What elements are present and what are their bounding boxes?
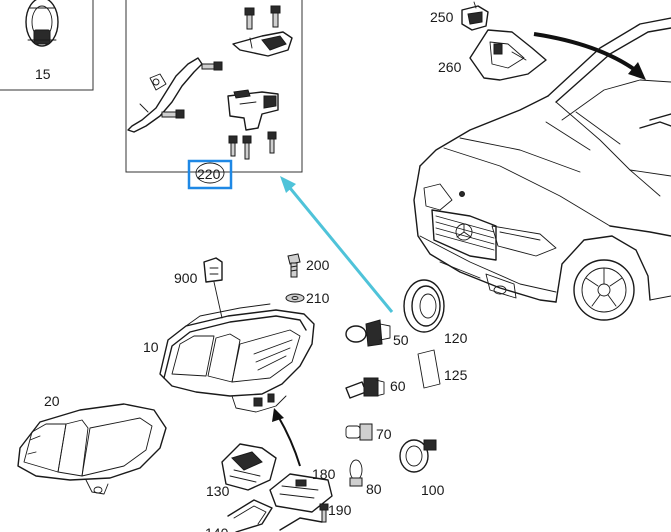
callout-100[interactable]: 100 [421, 482, 445, 498]
callout-120[interactable]: 120 [444, 330, 468, 346]
screw-icon [267, 131, 277, 154]
bulb-80-drawing [349, 459, 363, 487]
callout-260[interactable]: 260 [438, 59, 462, 75]
callout-130[interactable]: 130 [206, 483, 230, 499]
screw-icon [244, 7, 255, 30]
socket-100-drawing [399, 439, 437, 473]
card-125-drawing [417, 349, 441, 389]
screw-190-drawing [319, 503, 329, 523]
washer-210-drawing [285, 293, 305, 303]
cap-120-drawing [403, 279, 445, 333]
arm-bracket-drawing [127, 57, 203, 133]
screw-200-drawing [287, 253, 301, 278]
sensor-250-drawing [461, 1, 489, 31]
callout-210[interactable]: 210 [306, 290, 330, 306]
module-180-drawing [269, 473, 333, 513]
bulb-50-drawing [345, 319, 391, 347]
callout-60[interactable]: 60 [390, 378, 406, 394]
callout-125[interactable]: 125 [444, 367, 468, 383]
bracket-kit-panel: 220 [125, 0, 303, 190]
callout-140[interactable]: 140 [205, 525, 229, 532]
callout-250[interactable]: 250 [430, 9, 454, 25]
callout-190[interactable]: 190 [328, 502, 352, 518]
bulb-70-drawing [345, 423, 373, 441]
screw-icon [270, 5, 281, 28]
part-15-panel: 15 [0, 0, 94, 91]
lower-bracket-drawing [227, 89, 279, 131]
callout-50[interactable]: 50 [393, 332, 409, 348]
screw-icon [242, 135, 252, 160]
vehicle-drawing [413, 17, 671, 321]
label-900-drawing [203, 257, 223, 319]
selection-highlight [187, 159, 233, 190]
part-15-drawing [25, 0, 59, 47]
callout-900[interactable]: 900 [174, 270, 198, 286]
control-unit-arrow [272, 408, 301, 467]
callout-220[interactable]: 220 [197, 166, 221, 182]
headlight-10-drawing [159, 303, 315, 413]
callout-20[interactable]: 20 [44, 393, 60, 409]
seal-140-drawing [227, 499, 323, 532]
upper-bracket-drawing [232, 31, 293, 57]
screw-icon [228, 135, 238, 157]
callout-80[interactable]: 80 [366, 481, 382, 497]
screw-icon [161, 109, 185, 119]
bracket-260-drawing [469, 29, 547, 81]
location-arrow [533, 32, 646, 80]
bulb-60-drawing [345, 377, 385, 399]
callout-10[interactable]: 10 [143, 339, 159, 355]
callout-180[interactable]: 180 [312, 466, 336, 482]
highlight-arrow [280, 176, 394, 313]
headlight-20-drawing [17, 403, 167, 495]
callout-15[interactable]: 15 [35, 66, 51, 82]
ballast-130-drawing [221, 443, 277, 491]
callout-200[interactable]: 200 [306, 257, 330, 273]
screw-icon [201, 61, 223, 71]
callout-70[interactable]: 70 [376, 426, 392, 442]
